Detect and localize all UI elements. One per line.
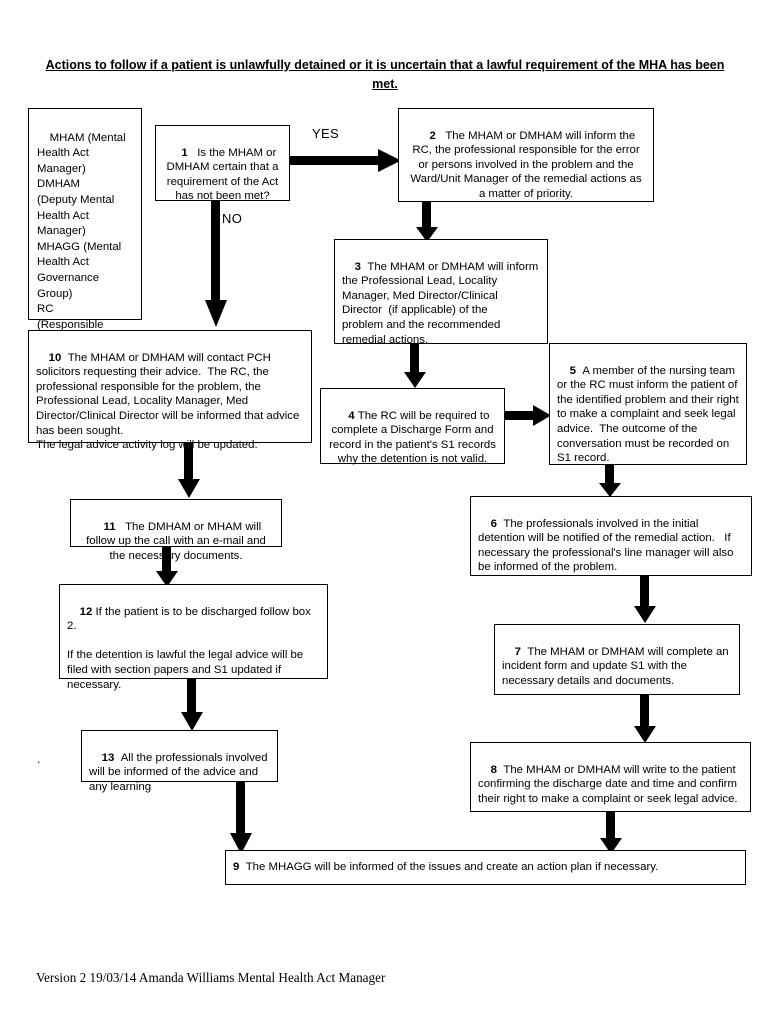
flow-box-8-text: The MHAM or DMHAM will write to the pati… — [478, 763, 741, 805]
flow-box-3-number: 3 — [354, 260, 362, 273]
flow-box-1-number: 1 — [181, 146, 188, 159]
arrow-box8-to-box9 — [599, 811, 623, 855]
page-title: Actions to follow if a patient is unlawf… — [45, 58, 725, 91]
flow-box-1[interactable]: 1 Is the MHAM or DMHAM certain that a re… — [155, 125, 290, 203]
document-footer: Version 2 19/03/14 Amanda Williams Menta… — [36, 930, 455, 1024]
flow-box-2-text: The MHAM or DMHAM will inform the RC, th… — [410, 129, 645, 200]
flow-box-3[interactable]: 3 The MHAM or DMHAM will inform the Prof… — [334, 239, 548, 346]
flow-box-4-number: 4 — [348, 409, 355, 422]
arrow-box12-to-box13 — [180, 678, 204, 732]
flow-box-8[interactable]: 8 The MHAM or DMHAM will write to the pa… — [470, 742, 751, 812]
flow-box-12-text: If the patient is to be discharged follo… — [67, 605, 311, 691]
arrow-box4-to-box5 — [504, 404, 552, 428]
arrow-box11-to-box12 — [155, 546, 179, 588]
arrow-box5-to-box6 — [598, 464, 622, 498]
arrow-box1-to-box10 — [204, 200, 228, 328]
flow-box-12-number: 12 — [79, 605, 93, 618]
flow-box-3-text: The MHAM or DMHAM will inform the Profes… — [342, 260, 539, 346]
flow-box-11-text: The DMHAM or MHAM will follow up the cal… — [86, 520, 270, 562]
flow-box-10[interactable]: 10 The MHAM or DMHAM will contact PCH so… — [28, 330, 312, 451]
flow-box-13-number: 13 — [101, 751, 115, 764]
arrow-box10-to-box11 — [177, 443, 201, 499]
abbreviations-legend: MHAM (Mental Health Act Manager) DMHAM (… — [28, 108, 142, 346]
stray-mark: . — [37, 752, 41, 766]
flow-box-6-text: The professionals involved in the initia… — [478, 517, 737, 574]
arrow-box2-to-box3 — [415, 201, 439, 243]
arrow-box3-to-box4 — [403, 343, 427, 389]
flow-box-11-number: 11 — [103, 520, 116, 533]
footer-version-line: Version 2 19/03/14 Amanda Williams Menta… — [36, 970, 386, 985]
flow-box-5[interactable]: 5 A member of the nursing team or the RC… — [549, 343, 747, 465]
flow-box-4-text: The RC will be required to complete a Di… — [329, 409, 500, 466]
flow-box-2-number: 2 — [429, 129, 436, 142]
flow-box-7-text: The MHAM or DMHAM will complete an incid… — [502, 645, 732, 687]
arrow-box13-to-box9 — [229, 781, 253, 855]
flow-box-4[interactable]: 4 The RC will be required to complete a … — [320, 388, 505, 466]
flow-box-6-number: 6 — [490, 517, 498, 530]
flow-box-1-text: Is the MHAM or DMHAM certain that a requ… — [166, 146, 282, 203]
flow-box-5-number: 5 — [569, 364, 577, 377]
arrow-box6-to-box7 — [633, 575, 657, 624]
flow-box-13[interactable]: 13 All the professionals involved will b… — [81, 730, 278, 793]
flow-box-6[interactable]: 6 The professionals involved in the init… — [470, 496, 752, 576]
flow-box-7[interactable]: 7 The MHAM or DMHAM will complete an inc… — [494, 624, 740, 695]
flow-box-12[interactable]: 12 If the patient is to be discharged fo… — [59, 584, 328, 691]
flow-box-10-text: The MHAM or DMHAM will contact PCH solic… — [36, 351, 300, 452]
flow-box-9-text: The MHAGG will be informed of the issues… — [245, 861, 659, 874]
flow-box-10-number: 10 — [48, 351, 62, 364]
arrow-box7-to-box8 — [633, 694, 657, 744]
legend-text: MHAM (Mental Health Act Manager) DMHAM (… — [37, 131, 126, 347]
flow-box-9-number: 9 — [233, 861, 240, 874]
flow-box-9[interactable]: 9 The MHAGG will be informed of the issu… — [225, 850, 746, 885]
flow-box-8-number: 8 — [490, 763, 498, 776]
flow-box-5-text: A member of the nursing team or the RC m… — [557, 364, 742, 465]
arrow-box1-to-box2 — [290, 148, 402, 174]
branch-label-yes: YES — [312, 126, 339, 141]
flow-box-13-text: All the professionals involved will be i… — [89, 751, 271, 793]
flow-box-11[interactable]: 11 The DMHAM or MHAM will follow up the … — [70, 499, 282, 562]
branch-label-no: NO — [222, 211, 243, 226]
flow-box-2[interactable]: 2 The MHAM or DMHAM will inform the RC, … — [398, 108, 654, 202]
flow-box-7-number: 7 — [514, 645, 522, 658]
